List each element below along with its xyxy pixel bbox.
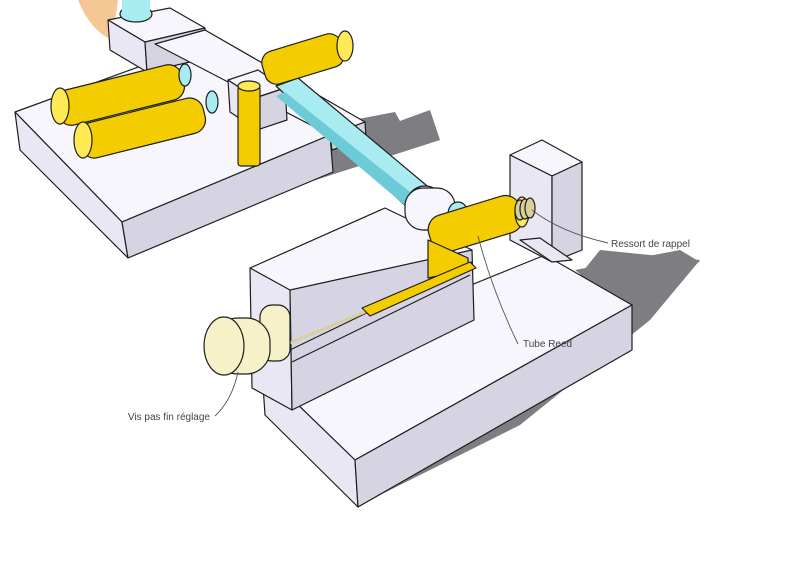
upper-right-cylinder-cap: [336, 30, 354, 62]
upright-side: [551, 161, 583, 263]
leader-reed: [477, 235, 519, 345]
upright-foot: [519, 237, 573, 263]
upper-assembly: [14, 0, 433, 259]
left-cylinder-2: [73, 90, 219, 159]
yellow-slide-bar: [361, 261, 477, 317]
lower-assembly: [203, 139, 633, 508]
upper-platform-side: [121, 134, 334, 259]
top-cyan-fitting-body: [122, 0, 150, 14]
leader-lines: [214, 209, 609, 417]
yellow-vertical-pin: [237, 85, 261, 167]
leader-screw: [214, 371, 239, 417]
label-vis-pas-fin-reglage: Vis pas fin réglage: [128, 412, 211, 423]
wood-piece: [78, 0, 118, 40]
carriage-slot-2: [291, 274, 471, 363]
yellow-pin-top: [237, 80, 261, 92]
leader-spring: [531, 209, 609, 244]
label-tube-reed: Tube Reed: [523, 339, 572, 350]
upper-right-cylinder: [261, 33, 345, 85]
cyan-magnet-rod-shade: [276, 92, 420, 208]
label-ressort-de-rappel: Ressort de rappel: [611, 239, 690, 250]
fine-screw-knob: [203, 304, 291, 376]
left-cylinder-1: [50, 63, 192, 126]
shadow-upright: [575, 250, 700, 290]
adjusting-rod: [284, 310, 366, 347]
return-spring: [514, 197, 536, 221]
lower-base-side: [354, 304, 633, 508]
